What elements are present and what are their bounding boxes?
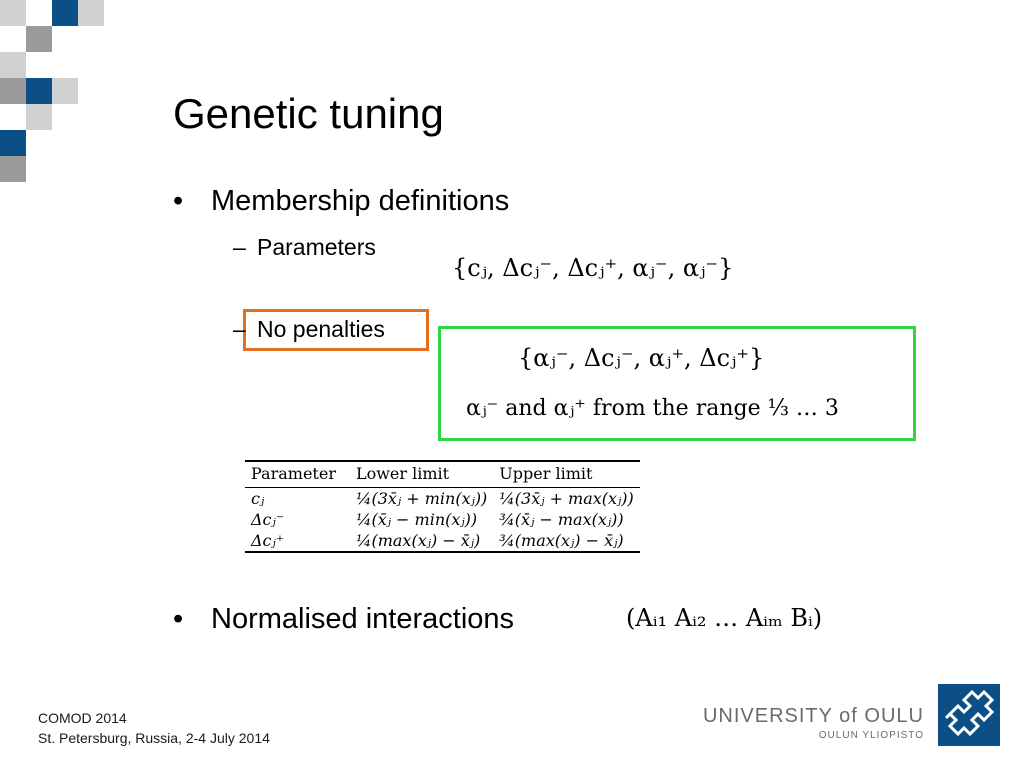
bullet-label: Normalised interactions [211, 603, 515, 635]
footer-conference: COMOD 2014 [38, 710, 127, 726]
square [0, 0, 26, 26]
footer-location: St. Petersburg, Russia, 2-4 July 2014 [38, 730, 270, 746]
table-cell: cⱼ [251, 489, 265, 508]
table-cell: ¼(3x̄ⱼ + min(xⱼ)) [355, 489, 488, 508]
square [0, 52, 26, 78]
parameter-table: Parameter Lower limit Upper limit cⱼ ¼(3… [245, 460, 640, 553]
table-cell: Δcⱼ⁺ [245, 530, 350, 553]
bullet-membership: • Membership definitions [173, 184, 509, 218]
table-header: Parameter [245, 460, 350, 488]
square [26, 78, 52, 104]
square [26, 104, 52, 130]
square [52, 0, 78, 26]
square [78, 0, 104, 26]
highlight-box-green [438, 326, 916, 441]
square [0, 130, 26, 156]
table-header-row: Parameter Lower limit Upper limit [245, 460, 640, 488]
range-formula: αⱼ⁻ and αⱼ⁺ from the range ⅓ … 3 [466, 396, 839, 421]
bullet-interactions: • Normalised interactions [173, 602, 514, 636]
table-row: Δcⱼ⁻ ¼(x̄ⱼ − min(xⱼ)) ¾(x̄ⱼ − max(xⱼ)) [245, 509, 640, 530]
table-cell: ¼(3x̄ⱼ + max(xⱼ)) [499, 489, 634, 508]
table-cell: ¼(max(xⱼ) − x̄ⱼ) [349, 530, 494, 553]
university-name: UNIVERSITY of OULU [702, 705, 924, 727]
table-cell: ¾(max(xⱼ) − x̄ⱼ) [493, 530, 640, 553]
subbullet-parameters: –Parameters [233, 233, 376, 261]
bullet-dot: • [173, 185, 184, 217]
dash: – [233, 234, 246, 260]
table-cell: ¾(x̄ⱼ − max(xⱼ)) [499, 510, 624, 529]
interactions-formula: (Aᵢ₁ Aᵢ₂ … Aᵢₘ Bᵢ) [626, 604, 823, 632]
table-cell: Δcⱼ⁻ [251, 510, 285, 529]
no-penalties-formula: {αⱼ⁻, Δcⱼ⁻, αⱼ⁺, Δcⱼ⁺} [518, 344, 765, 372]
parameters-formula: {cⱼ, Δcⱼ⁻, Δcⱼ⁺, αⱼ⁻, αⱼ⁻} [452, 254, 734, 282]
highlight-box-orange [243, 309, 429, 351]
university-logo-icon [938, 684, 1000, 746]
square [26, 26, 52, 52]
footer: COMOD 2014 St. Petersburg, Russia, 2-4 J… [38, 708, 270, 748]
bullet-dot: • [173, 603, 184, 635]
dash: – [233, 316, 246, 342]
square [0, 156, 26, 182]
bullet-label: Membership definitions [211, 185, 510, 217]
table-cell: ¼(x̄ⱼ − min(xⱼ)) [355, 510, 478, 529]
table-row: cⱼ ¼(3x̄ⱼ + min(xⱼ)) ¼(3x̄ⱼ + max(xⱼ)) [245, 488, 640, 510]
subbullet-label: Parameters [257, 234, 376, 260]
university-logo-text: UNIVERSITY of OULU OULUN YLIOPISTO [703, 705, 924, 741]
table-header: Upper limit [493, 460, 640, 488]
table-header: Lower limit [349, 460, 494, 488]
subbullet-no-penalties: –No penalties [233, 315, 385, 343]
square [0, 78, 26, 104]
square [52, 78, 78, 104]
table-row: Δcⱼ⁺ ¼(max(xⱼ) − x̄ⱼ) ¾(max(xⱼ) − x̄ⱼ) [245, 530, 640, 553]
slide-title: Genetic tuning [173, 90, 444, 137]
subbullet-label: No penalties [257, 316, 385, 342]
university-subname: OULUN YLIOPISTO [818, 730, 924, 741]
